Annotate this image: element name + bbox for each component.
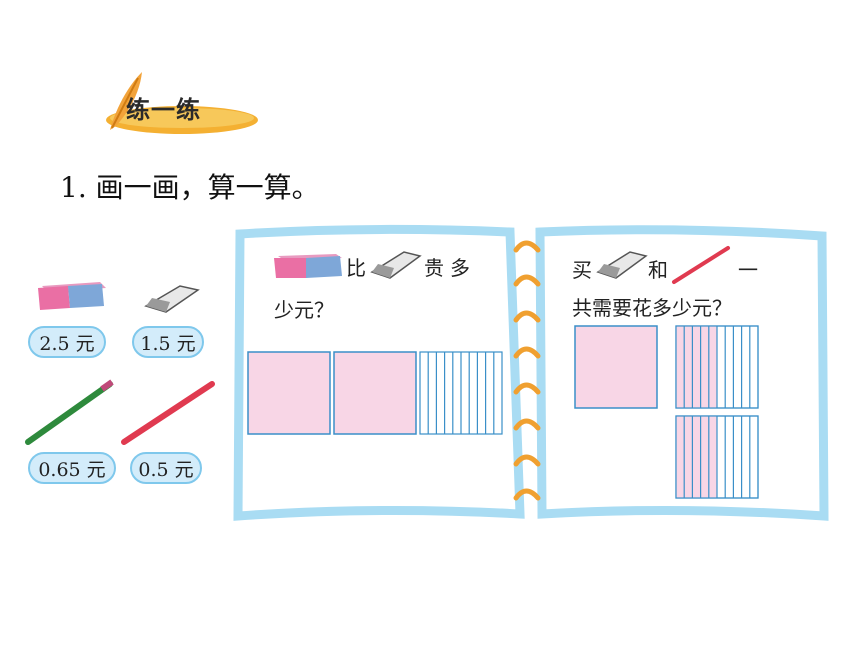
practice-badge: [106, 72, 258, 134]
eraser-pink-blue-icon: [274, 254, 342, 278]
price-label: 0.65 元: [28, 452, 116, 484]
badge-title: 练一练: [126, 96, 201, 124]
question-text: 一: [738, 258, 758, 282]
question-text: 共需要花多少元？: [572, 296, 732, 320]
question-text: 比: [346, 256, 366, 280]
question-text: 买: [572, 258, 592, 282]
eraser-pink-blue-icon: [38, 282, 106, 310]
tenths-grid: [419, 351, 503, 435]
question-text: 和: [648, 258, 668, 282]
eraser-gray-icon: [370, 251, 422, 279]
price-label: 0.5 元: [130, 452, 202, 484]
spiral-rings: [513, 240, 541, 501]
whole-square: [247, 351, 331, 435]
question-text: 少元？: [274, 298, 334, 322]
instruction-text: 1. 画一画，算一算。: [60, 171, 320, 204]
eraser-gray-icon: [596, 251, 648, 279]
left-grid-models: [247, 351, 503, 435]
whole-square: [574, 325, 658, 409]
whole-square: [333, 351, 417, 435]
tenths-grid: [675, 325, 759, 409]
eraser-gray-icon: [144, 285, 200, 313]
tenths-grid: [675, 415, 759, 499]
feather-icon: [110, 72, 142, 130]
price-label: 1.5 元: [132, 326, 204, 358]
pencil-green-icon: [25, 379, 114, 445]
pencil-red-icon: [672, 246, 730, 284]
pencil-red-icon: [121, 381, 215, 445]
question-text: 贵多: [424, 256, 476, 280]
right-grid-models: [574, 325, 759, 499]
price-label: 2.5 元: [28, 326, 106, 358]
